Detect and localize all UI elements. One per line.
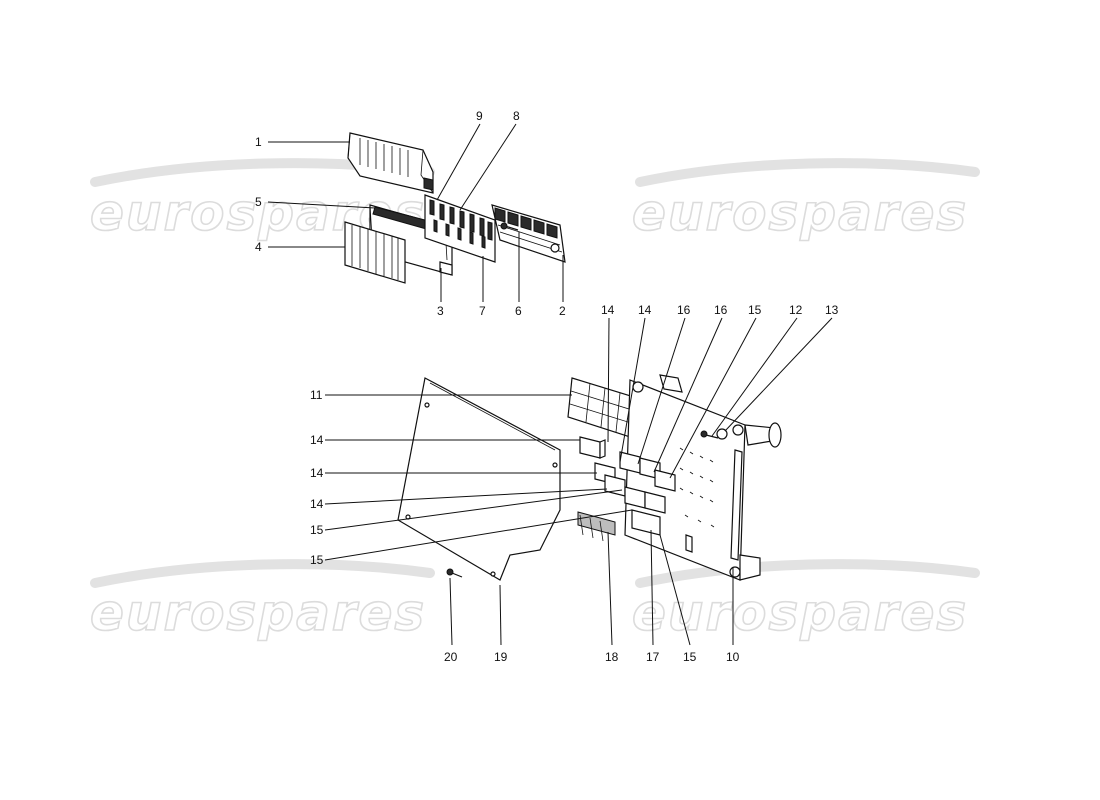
part-10-relay-board (624, 374, 782, 581)
part-6-screw (500, 222, 519, 231)
callout-10: 10 (726, 650, 740, 664)
callout-14-left-a: 14 (310, 433, 324, 447)
callout-14-top-b: 14 (638, 303, 652, 317)
callout-13: 13 (825, 303, 839, 317)
callout-2: 2 (559, 304, 566, 318)
callout-19: 19 (494, 650, 508, 664)
svg-text:eurospares: eurospares (90, 584, 426, 642)
callout-15-left-a: 15 (310, 523, 324, 537)
part-19-cover-panel (397, 377, 561, 581)
callout-14-left-b: 14 (310, 466, 324, 480)
part-20-screw (446, 568, 463, 578)
callout-15-top: 15 (748, 303, 762, 317)
callout-12: 12 (789, 303, 803, 317)
callout-4: 4 (255, 240, 262, 254)
svg-text:eurospares: eurospares (632, 184, 968, 242)
part-13-washer (716, 428, 728, 440)
watermark-bottom-left: eurospares (89, 559, 435, 643)
callout-18: 18 (605, 650, 619, 664)
callout-20: 20 (444, 650, 458, 664)
callout-1: 1 (255, 135, 262, 149)
leader-lines (267, 123, 833, 646)
callout-16-b: 16 (714, 303, 728, 317)
part-2-fuse-block (491, 204, 566, 263)
callout-5: 5 (255, 195, 262, 209)
callout-7: 7 (479, 304, 486, 318)
watermark-top-left: eurospares (89, 158, 435, 243)
part-1-fuse-cover (347, 132, 434, 194)
callout-14-top-a: 14 (601, 303, 615, 317)
callout-15-bottom: 15 (683, 650, 697, 664)
part-12-screw (700, 430, 719, 439)
callout-labels: 1 5 4 9 8 3 7 6 2 14 14 16 16 15 12 13 1… (255, 109, 839, 664)
callout-16-a: 16 (677, 303, 691, 317)
callout-3: 3 (437, 304, 444, 318)
svg-text:eurospares: eurospares (632, 584, 968, 642)
callout-6: 6 (515, 304, 522, 318)
callout-17: 17 (646, 650, 660, 664)
callout-15-left-b: 15 (310, 553, 324, 567)
callout-8: 8 (513, 109, 520, 123)
callout-14-left-c: 14 (310, 497, 324, 511)
part-7-8-9-fuse-strips (424, 194, 496, 263)
callout-9: 9 (476, 109, 483, 123)
svg-text:eurospares: eurospares (90, 184, 426, 242)
watermark-bottom-right: eurospares (631, 559, 980, 643)
callout-11: 11 (310, 388, 323, 402)
watermark-top-right: eurospares (631, 158, 980, 243)
part-4-label-card (344, 221, 406, 284)
